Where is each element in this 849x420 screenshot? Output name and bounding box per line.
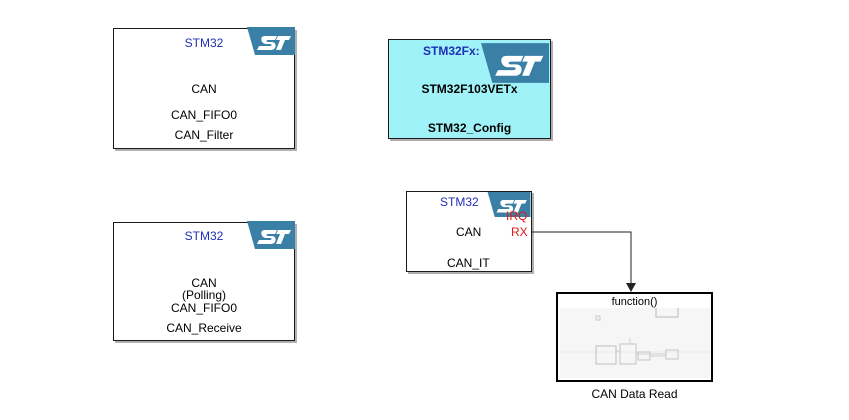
can-it-block[interactable]: STM32 IRQ CAN RX CAN_IT: [406, 191, 532, 272]
block-name: CAN_Filter: [174, 128, 234, 142]
port-rx-label[interactable]: RX: [511, 225, 528, 239]
can-receive-block[interactable]: STM32 CAN (Polling) CAN_FIFO0 CAN_Receiv…: [113, 221, 295, 341]
block-line-fifo: CAN_FIFO0: [170, 108, 237, 122]
subsystem-name: CAN Data Read: [591, 387, 678, 401]
can-data-read-subsystem[interactable]: function(): [556, 292, 713, 382]
block-header: STM32: [184, 229, 224, 243]
stm32-config-block[interactable]: STM32Fx: STM32F103VETx STM32_Config: [388, 39, 551, 139]
block-name: STM32_Config: [427, 121, 512, 135]
function-call-port-label: function(): [611, 296, 658, 308]
block-device: STM32F103VETx: [421, 82, 518, 96]
block-name: CAN_IT: [447, 256, 490, 270]
block-header: STM32: [440, 195, 479, 209]
st-logo-icon: [487, 192, 531, 217]
block-line-can: CAN: [456, 225, 482, 239]
st-logo-icon: [247, 221, 295, 249]
subsystem-preview-icon: [560, 308, 710, 378]
st-logo-icon: [481, 43, 549, 83]
port-irq-label: IRQ: [506, 209, 528, 223]
block-line-can: CAN: [191, 82, 217, 96]
signal-arrowhead-icon: [626, 283, 636, 292]
block-header: STM32: [184, 36, 224, 50]
st-logo-icon: [247, 27, 295, 55]
block-line-fifo: CAN_FIFO0: [170, 301, 237, 315]
block-line-can: CAN: [191, 276, 217, 290]
can-filter-block[interactable]: STM32 CAN CAN_FIFO0 CAN_Filter: [113, 27, 295, 149]
block-line-polling: (Polling): [181, 288, 226, 302]
block-header: STM32Fx:: [423, 44, 480, 58]
block-name: CAN_Receive: [166, 321, 242, 335]
